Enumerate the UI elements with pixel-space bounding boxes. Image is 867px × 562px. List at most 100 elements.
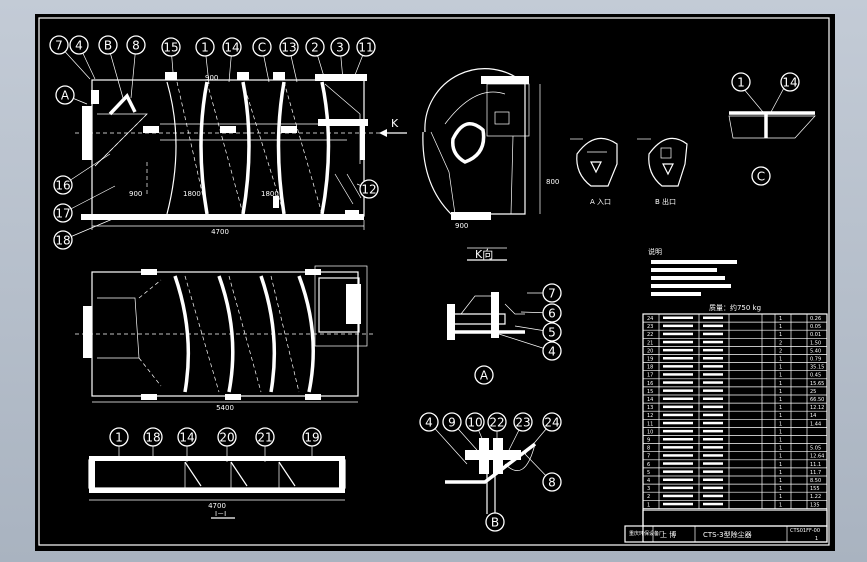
company-name: 重庆环保设备厂	[629, 530, 664, 537]
detail-c	[728, 85, 816, 139]
table-cell-name	[703, 413, 723, 417]
table-cell-mass: 0.01	[810, 332, 821, 338]
table-cell-no: 24	[647, 316, 653, 322]
table-cell-name	[703, 357, 723, 360]
part-balloon-number: 16	[55, 179, 70, 193]
part-balloon-elev: 1	[195, 37, 215, 57]
table-cell-no: 22	[647, 332, 653, 338]
part-balloon-detail_a: A	[474, 365, 494, 385]
part-balloon-number: 12	[361, 183, 376, 197]
part-balloon-number: 10	[467, 416, 482, 430]
part-balloon-elev: 4	[69, 35, 89, 55]
part-balloon-number: 20	[219, 431, 234, 445]
part-balloon-number: 15	[163, 41, 178, 55]
table-cell-name	[703, 365, 723, 368]
table-cell-name	[703, 454, 723, 457]
table-cell-mass: 35.15	[810, 365, 824, 371]
table-cell-mass: 0.05	[810, 324, 821, 330]
table-cell-code	[663, 454, 693, 457]
table-cell-code	[663, 316, 693, 319]
table-cell-no: 20	[647, 348, 653, 354]
part-balloon-number: 5	[548, 326, 556, 340]
part-balloon-number: 4	[75, 39, 83, 53]
part-balloon-number: A	[480, 369, 489, 383]
part-balloon-number: 1	[201, 41, 209, 55]
designer-name: 上 博	[660, 530, 676, 539]
table-cell-mass: 12.64	[810, 454, 824, 460]
table-cell-qty: 1	[779, 373, 782, 379]
table-cell-name	[703, 502, 723, 506]
part-balloon-elev: 16	[53, 175, 73, 195]
drawing-border	[38, 17, 830, 546]
part-balloon-number: 7	[55, 39, 63, 53]
part-balloon-detail_a: 4	[542, 341, 562, 361]
table-cell-name	[703, 389, 723, 392]
outlet-caption: B 出口	[655, 197, 676, 206]
table-cell-name	[703, 324, 723, 328]
part-balloon-detail_b: 9	[442, 412, 462, 432]
table-cell-mass: 1.44	[810, 421, 821, 427]
dimension-label: 900	[129, 190, 142, 198]
table-cell-name	[703, 470, 723, 473]
table-cell-code	[663, 397, 693, 400]
table-cell-no: 18	[647, 365, 653, 371]
part-balloon-number: B	[491, 516, 499, 530]
part-balloon-number: 4	[425, 416, 433, 430]
table-cell-no: 7	[647, 454, 650, 460]
part-balloon-section: 19	[302, 427, 322, 447]
table-cell-qty: 1	[779, 462, 782, 468]
part-balloon-elev: C	[252, 37, 272, 57]
inlet-detail-views: A 入口 B 出口	[570, 137, 688, 206]
part-balloon-number: 17	[55, 207, 70, 221]
part-balloon-elev: 8	[126, 35, 146, 55]
table-cell-no: 21	[647, 340, 653, 346]
part-balloon-elev: 17	[53, 203, 73, 223]
table-cell-mass: 5.40	[810, 348, 821, 354]
table-cell-mass: 0.45	[810, 373, 821, 379]
section-view: 4700 I－I	[88, 456, 346, 519]
part-balloon-number: 14	[782, 76, 797, 90]
table-cell-code	[663, 405, 693, 409]
part-balloon-number: 11	[358, 41, 373, 55]
part-balloon-elev: 3	[330, 37, 350, 57]
table-cell-code	[663, 413, 693, 417]
part-balloon-number: A	[61, 89, 70, 103]
table-cell-mass: 15.65	[810, 381, 824, 387]
part-balloon-number: 18	[55, 234, 70, 248]
table-cell-mass: 0.79	[810, 357, 821, 363]
table-cell-name	[703, 429, 723, 433]
table-cell-code	[663, 446, 693, 449]
table-cell-name	[703, 438, 723, 441]
table-cell-code	[663, 421, 693, 425]
title-block: 重庆环保设备厂 上 博 CTS-3型除尘器 CTS01FF-00 1	[624, 509, 828, 543]
k-view-marker: K	[391, 117, 399, 130]
part-balloon-detail_a: 6	[542, 303, 562, 323]
table-cell-name	[703, 316, 723, 319]
table-cell-name	[703, 373, 723, 376]
part-balloon-number: C	[258, 41, 266, 55]
part-balloon-section: 20	[217, 427, 237, 447]
table-cell-code	[663, 324, 693, 328]
table-cell-name	[703, 486, 723, 490]
table-cell-code	[663, 332, 693, 336]
part-balloon-elev: 11	[356, 37, 376, 57]
table-cell-qty: 1	[779, 470, 782, 476]
table-cell-no: 12	[647, 413, 653, 419]
table-cell-code	[663, 494, 693, 498]
table-cell-name	[703, 397, 723, 400]
table-cell-qty: 1	[779, 454, 782, 460]
part-balloon-detail_b: 8	[542, 472, 562, 492]
table-cell-name	[703, 494, 723, 498]
part-balloon-number: B	[104, 39, 112, 53]
table-cell-mass: 11.7	[810, 470, 821, 476]
leader-line	[62, 185, 116, 214]
dimension-label: 800	[546, 178, 559, 186]
table-cell-qty: 1	[779, 381, 782, 387]
part-balloon-number: 7	[548, 287, 556, 301]
table-cell-qty: 1	[779, 357, 782, 363]
table-cell-no: 5	[647, 470, 650, 476]
table-cell-no: 15	[647, 389, 653, 395]
table-cell-qty: 1	[779, 421, 782, 427]
table-cell-name	[703, 421, 723, 425]
part-balloon-number: 23	[515, 416, 530, 430]
